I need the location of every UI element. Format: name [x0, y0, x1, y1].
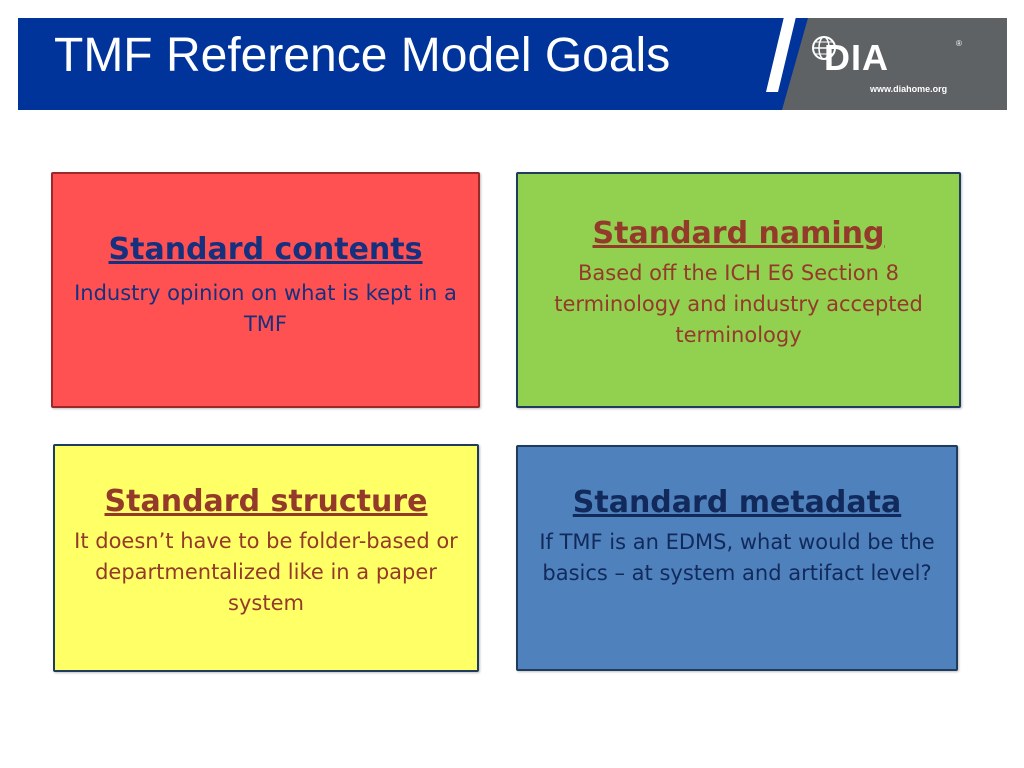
- globe-icon: [812, 36, 836, 60]
- box-title: Standard naming: [592, 216, 885, 251]
- box-text: If TMF is an EDMS, what would be the bas…: [539, 530, 935, 585]
- box-text: It doesn’t have to be folder-based or de…: [74, 529, 458, 615]
- box-text: Based off the ICH E6 Section 8 terminolo…: [554, 261, 923, 347]
- standard-metadata-box: Standard metadata If TMF is an EDMS, wha…: [516, 445, 958, 671]
- logo-url: www.diahome.org: [870, 84, 948, 94]
- standard-naming-box: Standard naming Based off the ICH E6 Sec…: [516, 172, 961, 408]
- box-title: Standard contents: [108, 232, 423, 267]
- slide-title: TMF Reference Model Goals: [54, 29, 671, 82]
- header-bar: TMF Reference Model Goals DIA ® www.diah…: [18, 18, 1007, 110]
- box-title: Standard metadata: [572, 485, 902, 520]
- logo-wordmark: DIA: [824, 37, 889, 78]
- standard-contents-box: Standard contents Industry opinion on wh…: [51, 172, 480, 408]
- logo-registered-mark: ®: [956, 39, 962, 48]
- box-text: Industry opinion on what is kept in a TM…: [74, 281, 457, 336]
- dia-logo-panel: DIA ® www.diahome.org: [782, 18, 1007, 110]
- box-title: Standard structure: [104, 484, 428, 519]
- standard-structure-box: Standard structure It doesn’t have to be…: [53, 444, 479, 672]
